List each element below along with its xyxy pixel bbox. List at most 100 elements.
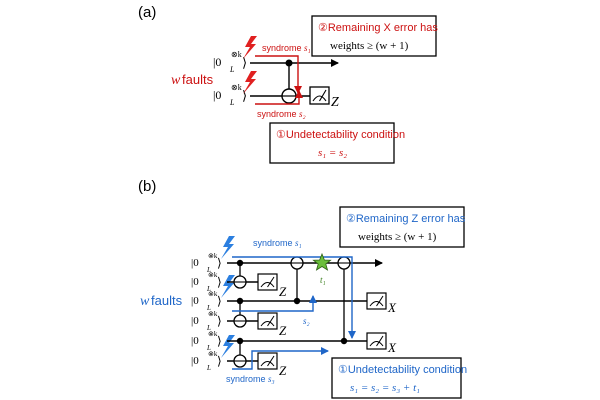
- measurement-icon: [309, 86, 330, 105]
- lightning-icon: [221, 236, 235, 259]
- svg-text:s₁ = s₂: s₁ = s₂: [318, 147, 347, 159]
- svg-text:②Remaining X error has: ②Remaining X error has: [318, 22, 438, 34]
- measure-basis-z: Z: [279, 284, 287, 299]
- svg-text:⟩: ⟩: [242, 88, 247, 103]
- svg-text:faults: faults: [151, 293, 183, 308]
- svg-text:⟩: ⟩: [217, 334, 222, 348]
- svg-text:⟩: ⟩: [242, 55, 247, 70]
- svg-text:syndrome: syndrome: [257, 109, 297, 119]
- svg-text:|0: |0: [213, 88, 221, 102]
- undetectability-box-a: ①Undetectability condition s₁ = s₂: [269, 122, 405, 164]
- measurement-icon: [257, 312, 278, 330]
- ket-b-row3: |0 ⊗k L ⟩: [191, 290, 222, 312]
- ket-b-row2: |0 ⊗k L ⟩: [191, 271, 222, 293]
- svg-text:⊗k: ⊗k: [208, 350, 218, 358]
- svg-text:|0: |0: [191, 276, 199, 288]
- svg-text:L: L: [229, 98, 235, 107]
- cnot-gate: [233, 297, 247, 328]
- syndrome-path-s2: [255, 90, 303, 105]
- svg-text:L: L: [206, 304, 211, 312]
- panel-b-label: (b): [138, 178, 156, 195]
- cnot-gate: [233, 337, 247, 368]
- cnot-gate: [233, 259, 247, 289]
- syndrome-label-s3: syndrome s₃: [226, 374, 275, 384]
- syndrome-path-s3: [232, 347, 329, 370]
- svg-text:w: w: [171, 73, 181, 88]
- star-icon: [312, 252, 332, 271]
- cnot-gate: [290, 256, 304, 305]
- svg-text:⊗k: ⊗k: [231, 83, 242, 92]
- measure-basis-z: Z: [331, 95, 339, 110]
- svg-text:⊗k: ⊗k: [208, 310, 218, 318]
- ket-a-bottom: |0 ⊗k L ⟩: [213, 83, 247, 107]
- svg-text:L: L: [229, 65, 235, 74]
- ket-b-row1: |0 ⊗k L ⟩: [191, 252, 222, 274]
- svg-text:L: L: [206, 364, 211, 372]
- svg-text:w: w: [140, 294, 150, 309]
- svg-text:|0: |0: [191, 315, 199, 327]
- svg-text:syndrome: syndrome: [253, 238, 293, 248]
- ket-b-row5: |0 ⊗k L ⟩: [191, 330, 222, 352]
- svg-text:⊗k: ⊗k: [208, 271, 218, 279]
- measure-basis-x: X: [387, 300, 397, 315]
- measure-basis-z: Z: [279, 323, 287, 338]
- syndrome-path-s1: [232, 256, 356, 339]
- svg-text:①Undetectability condition: ①Undetectability condition: [276, 129, 405, 141]
- svg-text:s₁ = s₂ = s₃ + t₁: s₁ = s₂ = s₃ + t₁: [350, 382, 420, 394]
- svg-text:①Undetectability condition: ①Undetectability condition: [338, 364, 467, 376]
- svg-text:⊗k: ⊗k: [231, 50, 242, 59]
- svg-text:faults: faults: [182, 72, 214, 87]
- measurement-icon: [366, 332, 387, 350]
- faults-label-a: w faults: [171, 72, 214, 88]
- syndrome-label-s1: syndrome s₁: [253, 238, 302, 248]
- syndrome-label-s2: syndrome s₂: [257, 109, 306, 119]
- svg-text:s₁: s₁: [295, 238, 302, 248]
- ket-a-top: |0 ⊗k L ⟩: [213, 50, 247, 74]
- svg-text:s₃: s₃: [268, 374, 275, 384]
- syndrome-label-s1: syndrome s₁: [262, 43, 311, 53]
- svg-text:⟩: ⟩: [217, 354, 222, 368]
- svg-text:⊗k: ⊗k: [208, 290, 218, 298]
- svg-text:L: L: [206, 266, 211, 274]
- svg-text:|0: |0: [191, 355, 199, 367]
- lightning-icon: [243, 36, 257, 59]
- panel-b: (b) |0 ⊗k L ⟩ |0 ⊗k L ⟩ |0 ⊗k L ⟩ |0 ⊗k …: [138, 178, 467, 399]
- measure-basis-x: X: [387, 340, 397, 355]
- measure-basis-z: Z: [279, 363, 287, 378]
- measurement-icon: [366, 292, 387, 310]
- panel-a: (a) |0 ⊗k L ⟩ |0 ⊗k L ⟩ w faults: [138, 4, 438, 164]
- remaining-z-error-box: ②Remaining Z error has weights ≥ (w + 1): [339, 206, 466, 248]
- ket-b-row4: |0 ⊗k L ⟩: [191, 310, 222, 332]
- remaining-x-error-box: ②Remaining X error has weights ≥ (w + 1): [311, 15, 438, 57]
- panel-a-label: (a): [138, 4, 156, 21]
- lightning-icon: [221, 335, 235, 358]
- svg-text:|0: |0: [191, 295, 199, 307]
- svg-text:⟩: ⟩: [217, 294, 222, 308]
- svg-text:s₁: s₁: [304, 43, 311, 53]
- ket-b-row6: |0 ⊗k L ⟩: [191, 350, 222, 372]
- svg-text:weights ≥ (w + 1): weights ≥ (w + 1): [330, 40, 409, 52]
- measurement-icon: [257, 352, 278, 370]
- svg-text:weights ≥ (w + 1): weights ≥ (w + 1): [358, 231, 437, 243]
- svg-text:⟩: ⟩: [217, 256, 222, 270]
- svg-text:L: L: [206, 344, 211, 352]
- syndrome-path-s1: [255, 55, 302, 94]
- undetectability-box-b: ①Undetectability condition s₁ = s₂ = s₃ …: [331, 357, 467, 399]
- syndrome-label-s2: s₂: [303, 316, 310, 326]
- svg-text:⟩: ⟩: [217, 275, 222, 289]
- svg-text:⊗k: ⊗k: [208, 252, 218, 260]
- faults-label-b: w faults: [140, 293, 183, 309]
- cnot-gate: [337, 256, 351, 345]
- svg-text:⊗k: ⊗k: [208, 330, 218, 338]
- lightning-icon: [243, 71, 257, 94]
- lightning-icon: [221, 275, 235, 298]
- svg-text:L: L: [206, 324, 211, 332]
- svg-text:syndrome: syndrome: [226, 374, 266, 384]
- cnot-control: [285, 59, 293, 67]
- svg-text:⟩: ⟩: [217, 314, 222, 328]
- star-label-t1: t₁: [320, 275, 326, 285]
- svg-text:|0: |0: [213, 55, 221, 69]
- svg-text:L: L: [206, 285, 211, 293]
- syndrome-path-s2: [232, 295, 317, 312]
